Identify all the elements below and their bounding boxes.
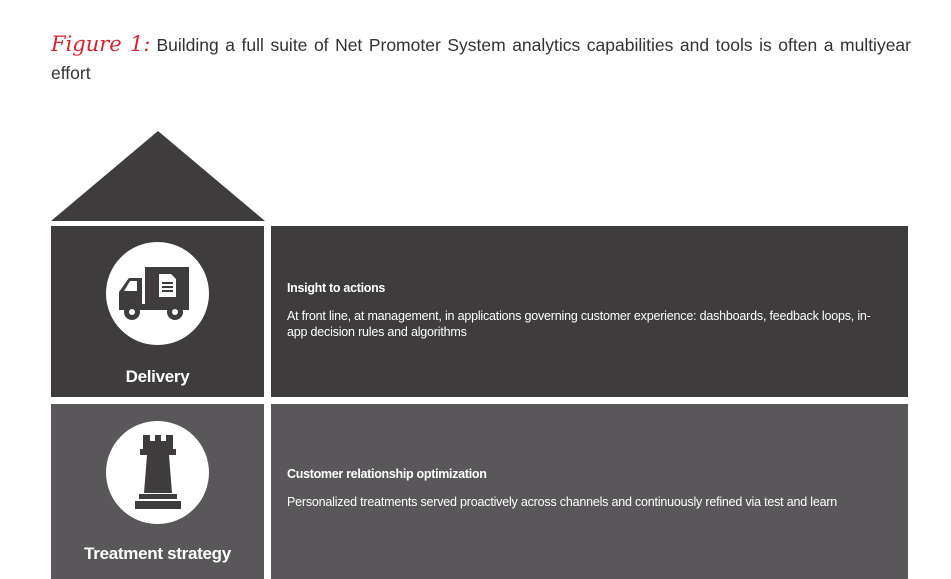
treatment-strategy-label-panel: Treatment strategy — [51, 404, 264, 579]
treatment-strategy-description: Personalized treatments served proactive… — [287, 495, 838, 509]
treatment-strategy-description-panel: Customer relationship optimization Perso… — [271, 404, 908, 579]
treatment-strategy-label: Treatment strategy — [84, 544, 231, 563]
house-roof — [51, 131, 265, 221]
delivery-label: Delivery — [125, 367, 190, 386]
delivery-description-panel: Insight to actions At front line, at man… — [271, 226, 908, 397]
delivery-truck-icon — [118, 266, 189, 320]
delivery-description: At front line, at management, in applica… — [287, 309, 871, 339]
figure-label: Figure 1: — [51, 32, 151, 56]
figure-title-text: Building a full suite of Net Promoter Sy… — [51, 35, 911, 83]
delivery-label-panel: Delivery — [51, 226, 264, 397]
delivery-icon-circle — [106, 242, 209, 345]
figure-title: Figure 1:Building a full suite of Net Pr… — [51, 30, 911, 87]
treatment-strategy-icon-circle — [106, 421, 209, 524]
delivery-heading: Insight to actions — [287, 281, 386, 295]
treatment-strategy-heading: Customer relationship optimization — [287, 467, 487, 481]
chess-rook-icon — [134, 434, 181, 509]
